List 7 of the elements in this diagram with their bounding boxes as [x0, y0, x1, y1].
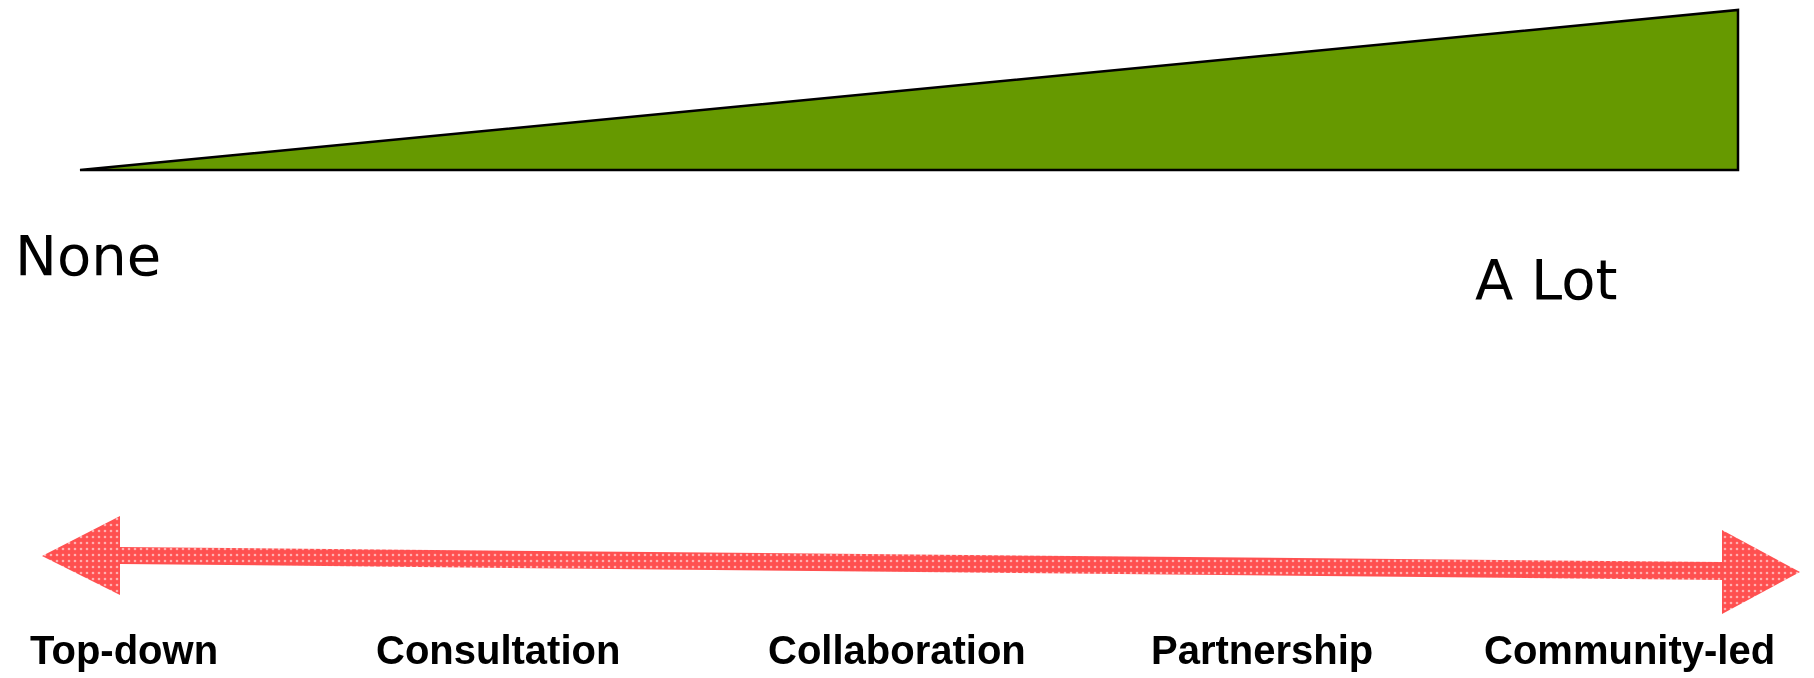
scale-label: A Lot	[1475, 252, 1618, 308]
stage-label: Partnership	[1151, 630, 1374, 670]
stage-label: Community-led	[1484, 630, 1776, 670]
stage-label: Collaboration	[768, 630, 1026, 670]
stage-label: Consultation	[376, 630, 621, 670]
scale-label: None	[15, 228, 162, 284]
stage-label: Top-down	[30, 630, 219, 670]
